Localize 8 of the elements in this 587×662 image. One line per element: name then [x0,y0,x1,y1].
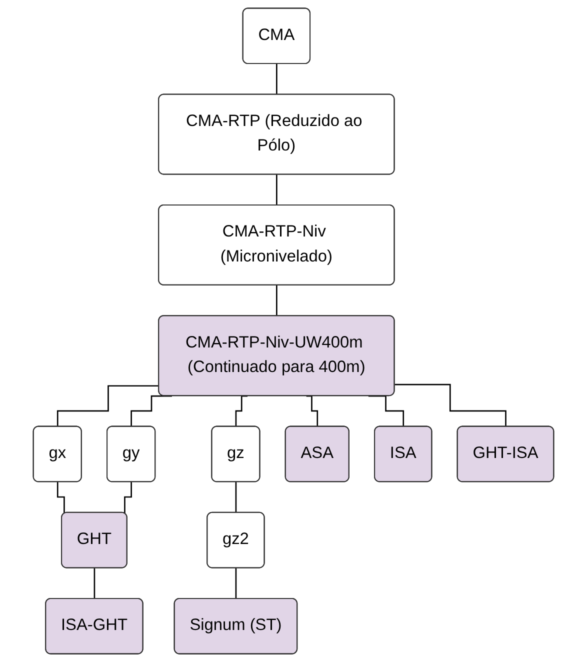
connector [394,384,507,428]
connector [235,568,237,600]
connector [276,63,278,96]
connector [276,284,278,317]
connector [56,385,160,428]
connector [276,174,278,206]
connector [94,568,96,600]
connector [235,481,237,514]
